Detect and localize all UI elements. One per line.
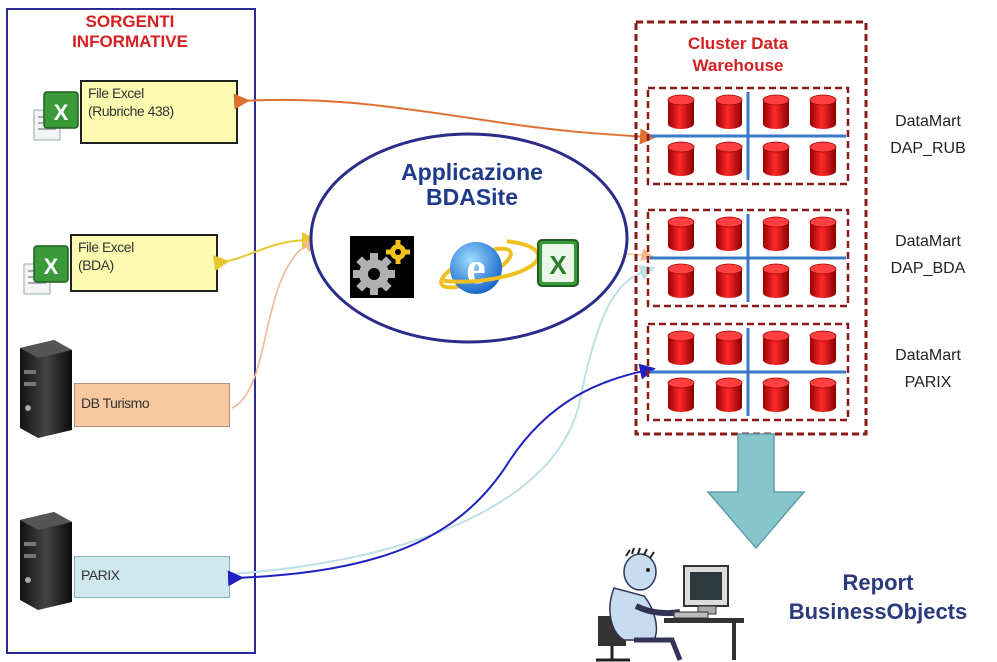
arrow-bda-to-app	[212, 232, 318, 272]
sources-panel	[6, 8, 256, 654]
person-at-computer-icon	[596, 547, 744, 662]
svg-text:e: e	[466, 244, 486, 293]
excel-bda-box: File Excel (BDA)	[70, 234, 218, 292]
datamart-parix-group	[646, 322, 850, 422]
sources-title: SORGENTI INFORMATIVE	[72, 12, 188, 51]
application-title: Applicazione BDASite	[401, 159, 543, 210]
excel-icon: X	[537, 239, 579, 287]
arrow-parix-to-cluster-blue	[227, 363, 656, 587]
datamart-dap-rub-label: DataMart DAP_RUB	[890, 113, 966, 157]
database-cylinder-icon	[667, 94, 837, 413]
internet-explorer-icon: e	[439, 239, 541, 294]
down-arrow	[706, 433, 806, 550]
datamart-dap-bda-label: DataMart DAP_BDA	[890, 233, 966, 277]
cluster-title: Cluster Data Warehouse	[687, 34, 789, 75]
excel-file-icon: X	[33, 91, 79, 141]
arrow-rub-to-cluster	[233, 93, 656, 145]
server-icon	[20, 340, 72, 438]
datamart-parix-label: DataMart PARIX	[895, 347, 961, 391]
excel-rubriche-box: File Excel (Rubriche 438)	[80, 80, 238, 144]
svg-text:X: X	[44, 254, 59, 279]
arrow-turismo-to-app	[231, 241, 318, 409]
datamart-dap-bda-group	[646, 208, 850, 308]
report-title: Report BusinessObjects	[788, 570, 968, 624]
svg-text:X: X	[549, 250, 567, 280]
datamart-dap-rub-group	[646, 86, 850, 186]
db-turismo-box: DB Turismo	[74, 383, 230, 427]
cluster-border	[634, 20, 868, 436]
parix-box: PARIX	[74, 556, 230, 598]
server-icon	[20, 512, 72, 610]
gears-icon	[350, 236, 414, 298]
excel-file-icon: X	[23, 245, 69, 295]
svg-text:X: X	[54, 100, 69, 125]
